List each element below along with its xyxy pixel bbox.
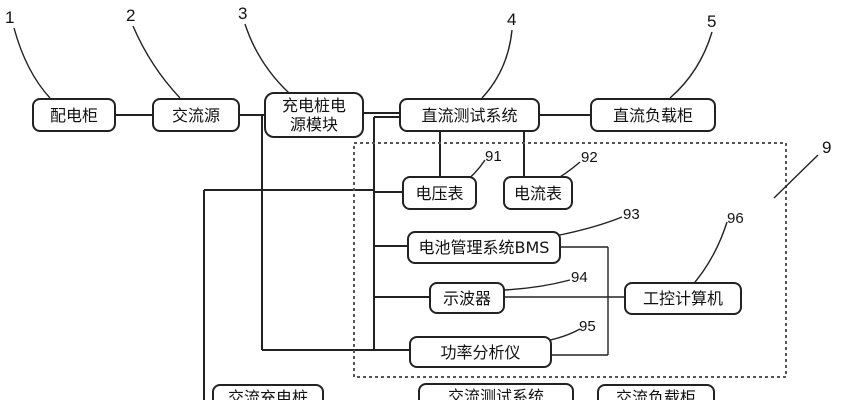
leader-4	[481, 29, 513, 99]
label-5: 5	[707, 12, 717, 31]
oscilloscope-box: 示波器	[429, 282, 505, 314]
label-94: 94	[571, 269, 588, 286]
leader-5	[669, 31, 713, 99]
leader-2	[132, 25, 181, 99]
label-92: 92	[581, 149, 598, 166]
power-analyzer-box: 功率分析仪	[409, 336, 552, 368]
leader-3	[244, 23, 291, 95]
leader-96	[689, 221, 728, 289]
leader-94	[504, 279, 571, 291]
leader-93	[554, 216, 623, 237]
leader-1	[13, 27, 51, 99]
voltmeter-box: 电压表	[402, 176, 477, 210]
dc-test-system-box: 直流测试系统	[399, 98, 540, 132]
ammeter-box: 电流表	[503, 176, 573, 210]
leader-9	[773, 154, 819, 199]
charging-pile-power-module-box: 充电桩电源模块	[264, 92, 364, 138]
label-4: 4	[507, 10, 517, 29]
distribution-cabinet-box: 配电柜	[32, 98, 116, 132]
label-91: 91	[485, 148, 502, 165]
ac-test-system-box: 交流测试系统	[418, 383, 574, 400]
ac-source-box: 交流源	[152, 98, 240, 132]
label-3: 3	[238, 4, 248, 23]
label-2: 2	[126, 6, 136, 25]
label-96: 96	[727, 210, 744, 227]
industrial-computer-box: 工控计算机	[624, 282, 742, 315]
dc-load-cabinet-box: 直流负载柜	[590, 98, 716, 132]
label-93: 93	[623, 206, 640, 223]
group-9-border	[353, 142, 787, 378]
ac-charging-pile-box: 交流充电桩	[212, 384, 324, 400]
label-1: 1	[5, 8, 15, 27]
ac-load-cabinet-box: 交流负载柜	[597, 384, 715, 400]
label-9: 9	[822, 138, 832, 157]
label-95: 95	[579, 318, 596, 335]
bms-box: 电池管理系统BMS	[407, 231, 561, 264]
